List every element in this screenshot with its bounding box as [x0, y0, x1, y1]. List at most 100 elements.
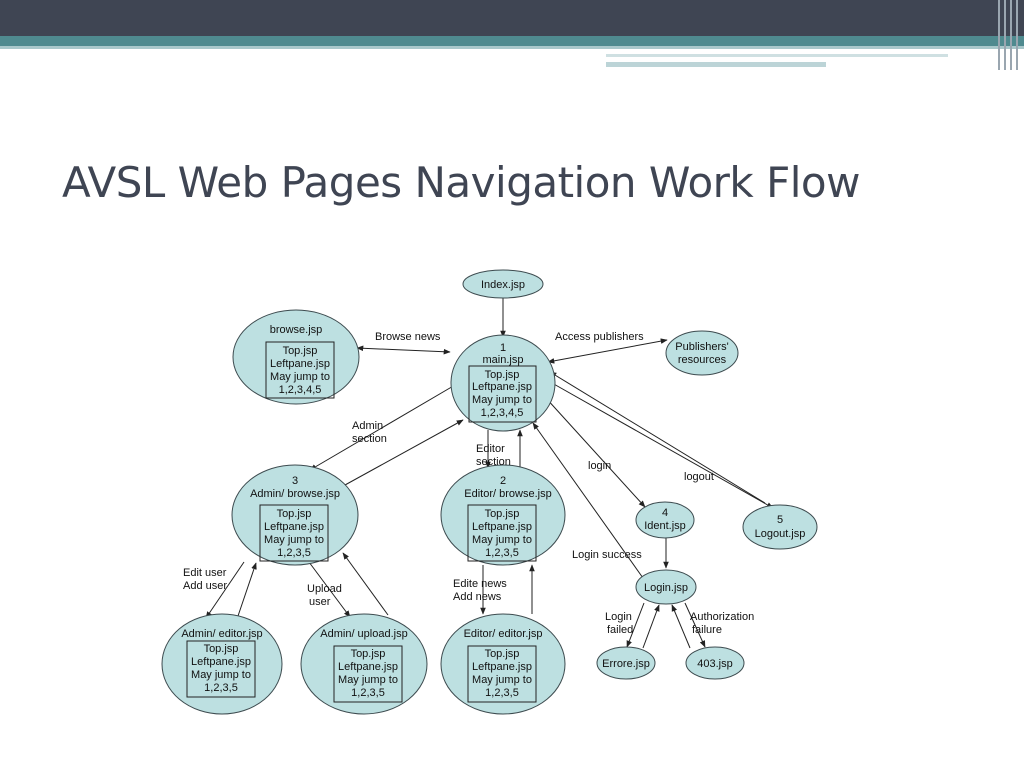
node-editor-browse-number: 2 — [500, 475, 506, 487]
node-browse: browse.jsp Top.jsp Leftpane.jsp May jump… — [232, 309, 360, 405]
node-admin-upload: Admin/ upload.jsp Top.jsp Leftpane.jsp M… — [300, 613, 428, 715]
box-line: 1,2,3,4,5 — [481, 407, 524, 419]
node-publishers-label: resources — [678, 354, 727, 366]
box-line: Top.jsp — [485, 648, 520, 660]
edge-main-logout — [551, 382, 774, 509]
edge-label-login-failed: failed — [607, 624, 633, 636]
node-admin-browse-label: Admin/ browse.jsp — [250, 488, 340, 500]
box-line: Leftpane.jsp — [472, 381, 532, 393]
box-line: 1,2,3,5 — [204, 682, 238, 694]
node-index-label: Index.jsp — [481, 279, 525, 291]
node-admin-editor: Admin/ editor.jsp Top.jsp Leftpane.jsp M… — [161, 613, 283, 715]
box-line: 1,2,3,5 — [485, 547, 519, 559]
box-line: May jump to — [191, 669, 251, 681]
edge-label-login-success: Login success — [572, 549, 642, 561]
edge-labels: Browse news Access publishers Admin sect… — [183, 331, 754, 636]
header-accent-line — [606, 62, 826, 67]
node-403: 403.jsp — [685, 646, 745, 680]
node-editor-editor: Editor/ editor.jsp Top.jsp Leftpane.jsp … — [440, 613, 566, 715]
box-line: 1,2,3,4,5 — [279, 384, 322, 396]
edge-logout-main — [549, 371, 766, 504]
box-line: 1,2,3,5 — [485, 687, 519, 699]
box-line: Top.jsp — [485, 508, 520, 520]
slide-title: AVSL Web Pages Navigation Work Flow — [62, 158, 860, 207]
node-admin-browse-number: 3 — [292, 475, 298, 487]
box-line: May jump to — [270, 371, 330, 383]
node-publishers: Publishers' resources — [665, 330, 739, 376]
box-line: 1,2,3,5 — [277, 547, 311, 559]
node-ident-number: 4 — [662, 507, 668, 519]
node-publishers-label: Publishers' — [675, 341, 728, 353]
edge-label-browse-news: Browse news — [375, 331, 441, 343]
node-browse-label: browse.jsp — [270, 324, 323, 336]
edge-browse-main — [356, 345, 451, 355]
box-line: May jump to — [472, 394, 532, 406]
box-line: Leftpane.jsp — [191, 656, 251, 668]
node-index: Index.jsp — [462, 269, 544, 299]
box-line: May jump to — [338, 674, 398, 686]
box-line: Top.jsp — [277, 508, 312, 520]
node-logout-label: Logout.jsp — [755, 528, 806, 540]
node-admin-upload-label: Admin/ upload.jsp — [320, 628, 407, 640]
edge-label-upload-user: user — [309, 596, 331, 608]
edge-upload-admin — [342, 552, 389, 616]
edge-label-edite-news: Add news — [453, 591, 502, 603]
box-line: May jump to — [264, 534, 324, 546]
edge-label-logout: logout — [684, 471, 714, 483]
edge-errore-login — [642, 604, 660, 649]
box-line: May jump to — [472, 674, 532, 686]
node-errore: Errore.jsp — [596, 646, 656, 680]
edge-label-admin-section: section — [352, 433, 387, 445]
node-main-number: 1 — [500, 342, 506, 354]
edge-label-edite-news: Edite news — [453, 578, 507, 590]
node-logout: 5 Logout.jsp — [742, 504, 818, 550]
node-admin-editor-label: Admin/ editor.jsp — [181, 628, 262, 640]
edge-label-editor-section: Editor — [476, 443, 505, 455]
box-line: Leftpane.jsp — [472, 661, 532, 673]
header-accent-band — [0, 36, 1024, 46]
edge-label-edit-user: Edit user — [183, 567, 227, 579]
corner-decoration — [994, 0, 1024, 70]
header-accent-thin — [0, 46, 1024, 49]
edge-label-upload-user: Upload — [307, 583, 342, 595]
edge-label-editor-section: section — [476, 456, 511, 468]
node-403-label: 403.jsp — [697, 658, 732, 670]
edge-label-admin-section: Admin — [352, 420, 383, 432]
box-line: Leftpane.jsp — [270, 358, 330, 370]
node-ident: 4 Ident.jsp — [635, 501, 695, 539]
edge-label-authorization-failure: failure — [692, 624, 722, 636]
node-editor-browse: 2 Editor/ browse.jsp Top.jsp Leftpane.js… — [440, 464, 566, 566]
edge-login-main — [532, 422, 644, 579]
box-line: Top.jsp — [485, 369, 520, 381]
node-admin-browse: 3 Admin/ browse.jsp Top.jsp Leftpane.jsp… — [231, 464, 359, 566]
edge-label-login-failed: Login — [605, 611, 632, 623]
edge-admin-admineditor — [205, 561, 245, 619]
edge-main-admin — [309, 384, 456, 471]
node-main: 1 main.jsp Top.jsp Leftpane.jsp May jump… — [450, 334, 556, 432]
box-line: Leftpane.jsp — [338, 661, 398, 673]
box-line: Top.jsp — [351, 648, 386, 660]
header-bar — [0, 0, 1024, 36]
node-main-label: main.jsp — [483, 354, 524, 366]
box-line: Top.jsp — [283, 345, 318, 357]
edge-main-ident — [544, 396, 646, 508]
edge-label-access-publishers: Access publishers — [555, 331, 644, 343]
box-line: 1,2,3,5 — [351, 687, 385, 699]
edge-label-login: login — [588, 460, 611, 472]
edge-login-errore — [626, 602, 645, 648]
edge-label-edit-user: Add user — [183, 580, 227, 592]
box-line: Top.jsp — [204, 643, 239, 655]
box-line: Leftpane.jsp — [472, 521, 532, 533]
box-line: Leftpane.jsp — [264, 521, 324, 533]
node-errore-label: Errore.jsp — [602, 658, 650, 670]
node-login-label: Login.jsp — [644, 582, 688, 594]
edge-403-login — [671, 604, 691, 649]
box-line: May jump to — [472, 534, 532, 546]
node-ident-label: Ident.jsp — [644, 520, 686, 532]
node-editor-browse-label: Editor/ browse.jsp — [464, 488, 551, 500]
edge-login-403 — [684, 602, 706, 648]
node-logout-number: 5 — [777, 514, 783, 526]
edge-publishers-main — [547, 338, 668, 364]
header-accent-line — [606, 54, 948, 57]
